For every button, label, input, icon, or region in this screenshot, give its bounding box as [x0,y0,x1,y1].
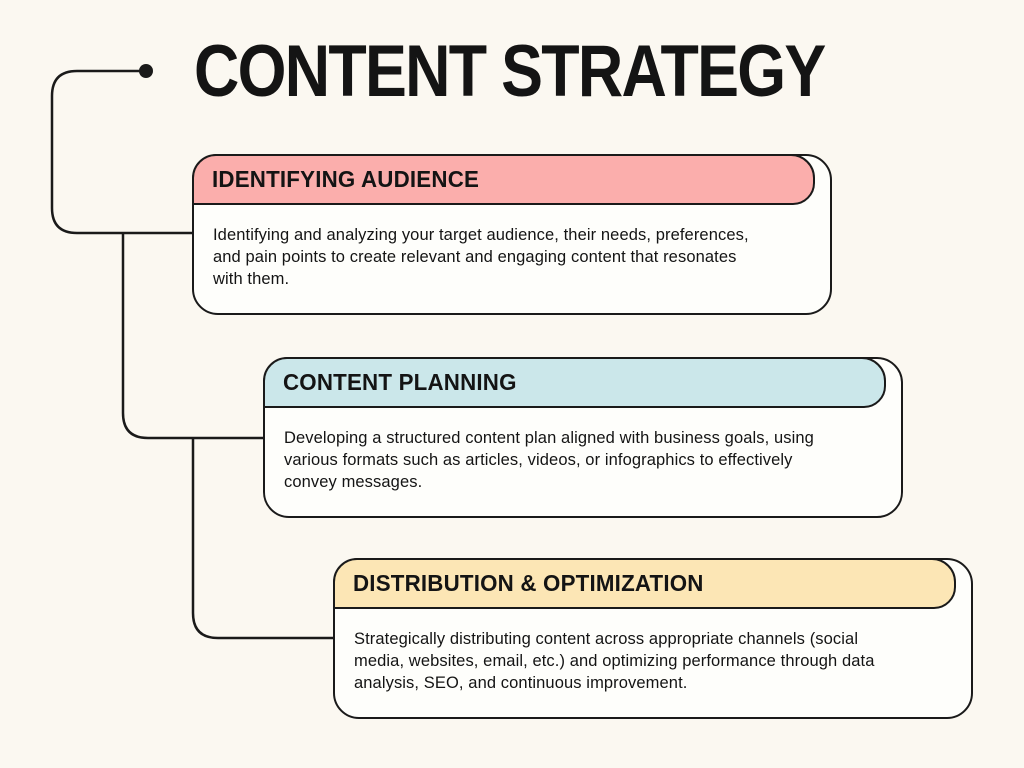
card-description: Strategically distributing content acros… [354,630,875,692]
card-header: IDENTIFYING AUDIENCE [191,153,815,205]
card-title: IDENTIFYING AUDIENCE [211,165,479,192]
card-title: CONTENT PLANNING [282,368,517,395]
card-description: Developing a structured content plan ali… [284,429,814,491]
card-identifying-audience: Identifying and analyzing your target au… [191,153,832,315]
bullet-dot [139,64,153,78]
card-title: DISTRIBUTION & OPTIMIZATION [352,569,704,596]
card-distribution-optimization: Strategically distributing content acros… [332,557,973,719]
page-title: CONTENT STRATEGY [194,31,826,112]
card-header: CONTENT PLANNING [262,356,886,408]
card-header: DISTRIBUTION & OPTIMIZATION [332,557,956,609]
connector-branch-1 [50,69,192,235]
card-description: Identifying and analyzing your target au… [213,226,749,288]
card-content-planning: Developing a structured content plan ali… [262,356,903,518]
